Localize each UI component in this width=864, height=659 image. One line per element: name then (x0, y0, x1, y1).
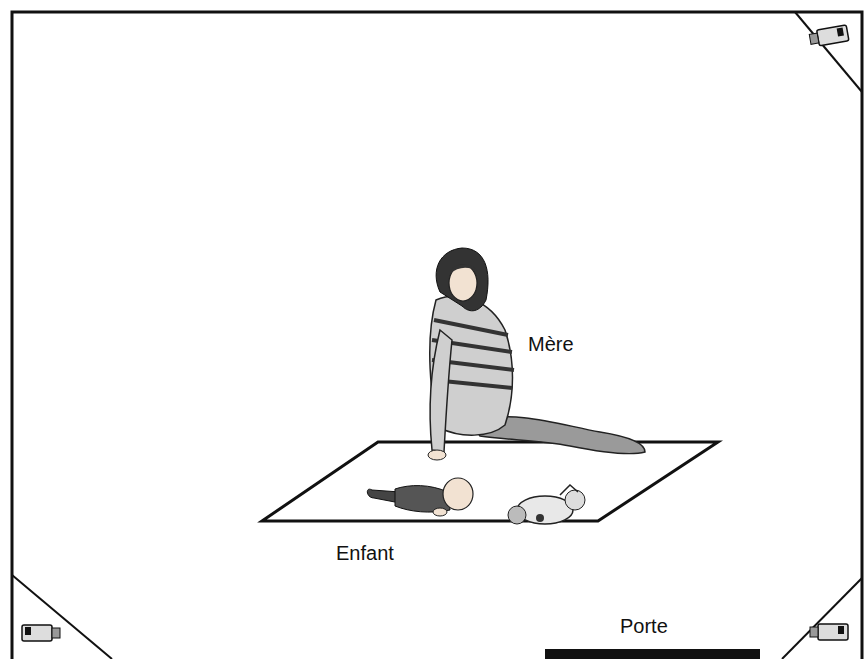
camera-symbol (809, 25, 849, 47)
corner-line (795, 12, 862, 92)
mother-figure (428, 248, 645, 460)
text-label: Enfant (336, 543, 394, 563)
text-label: Mère (528, 334, 574, 354)
corner-line (12, 575, 112, 659)
text-label: Porte (620, 616, 668, 636)
toy-group (508, 485, 585, 524)
camera-symbol (22, 625, 60, 641)
corner-line (782, 578, 862, 659)
room-wall (12, 12, 862, 659)
baby-figure (367, 478, 473, 516)
camera-symbol (810, 624, 848, 640)
play-mat (262, 442, 718, 521)
door-bar (545, 649, 760, 659)
